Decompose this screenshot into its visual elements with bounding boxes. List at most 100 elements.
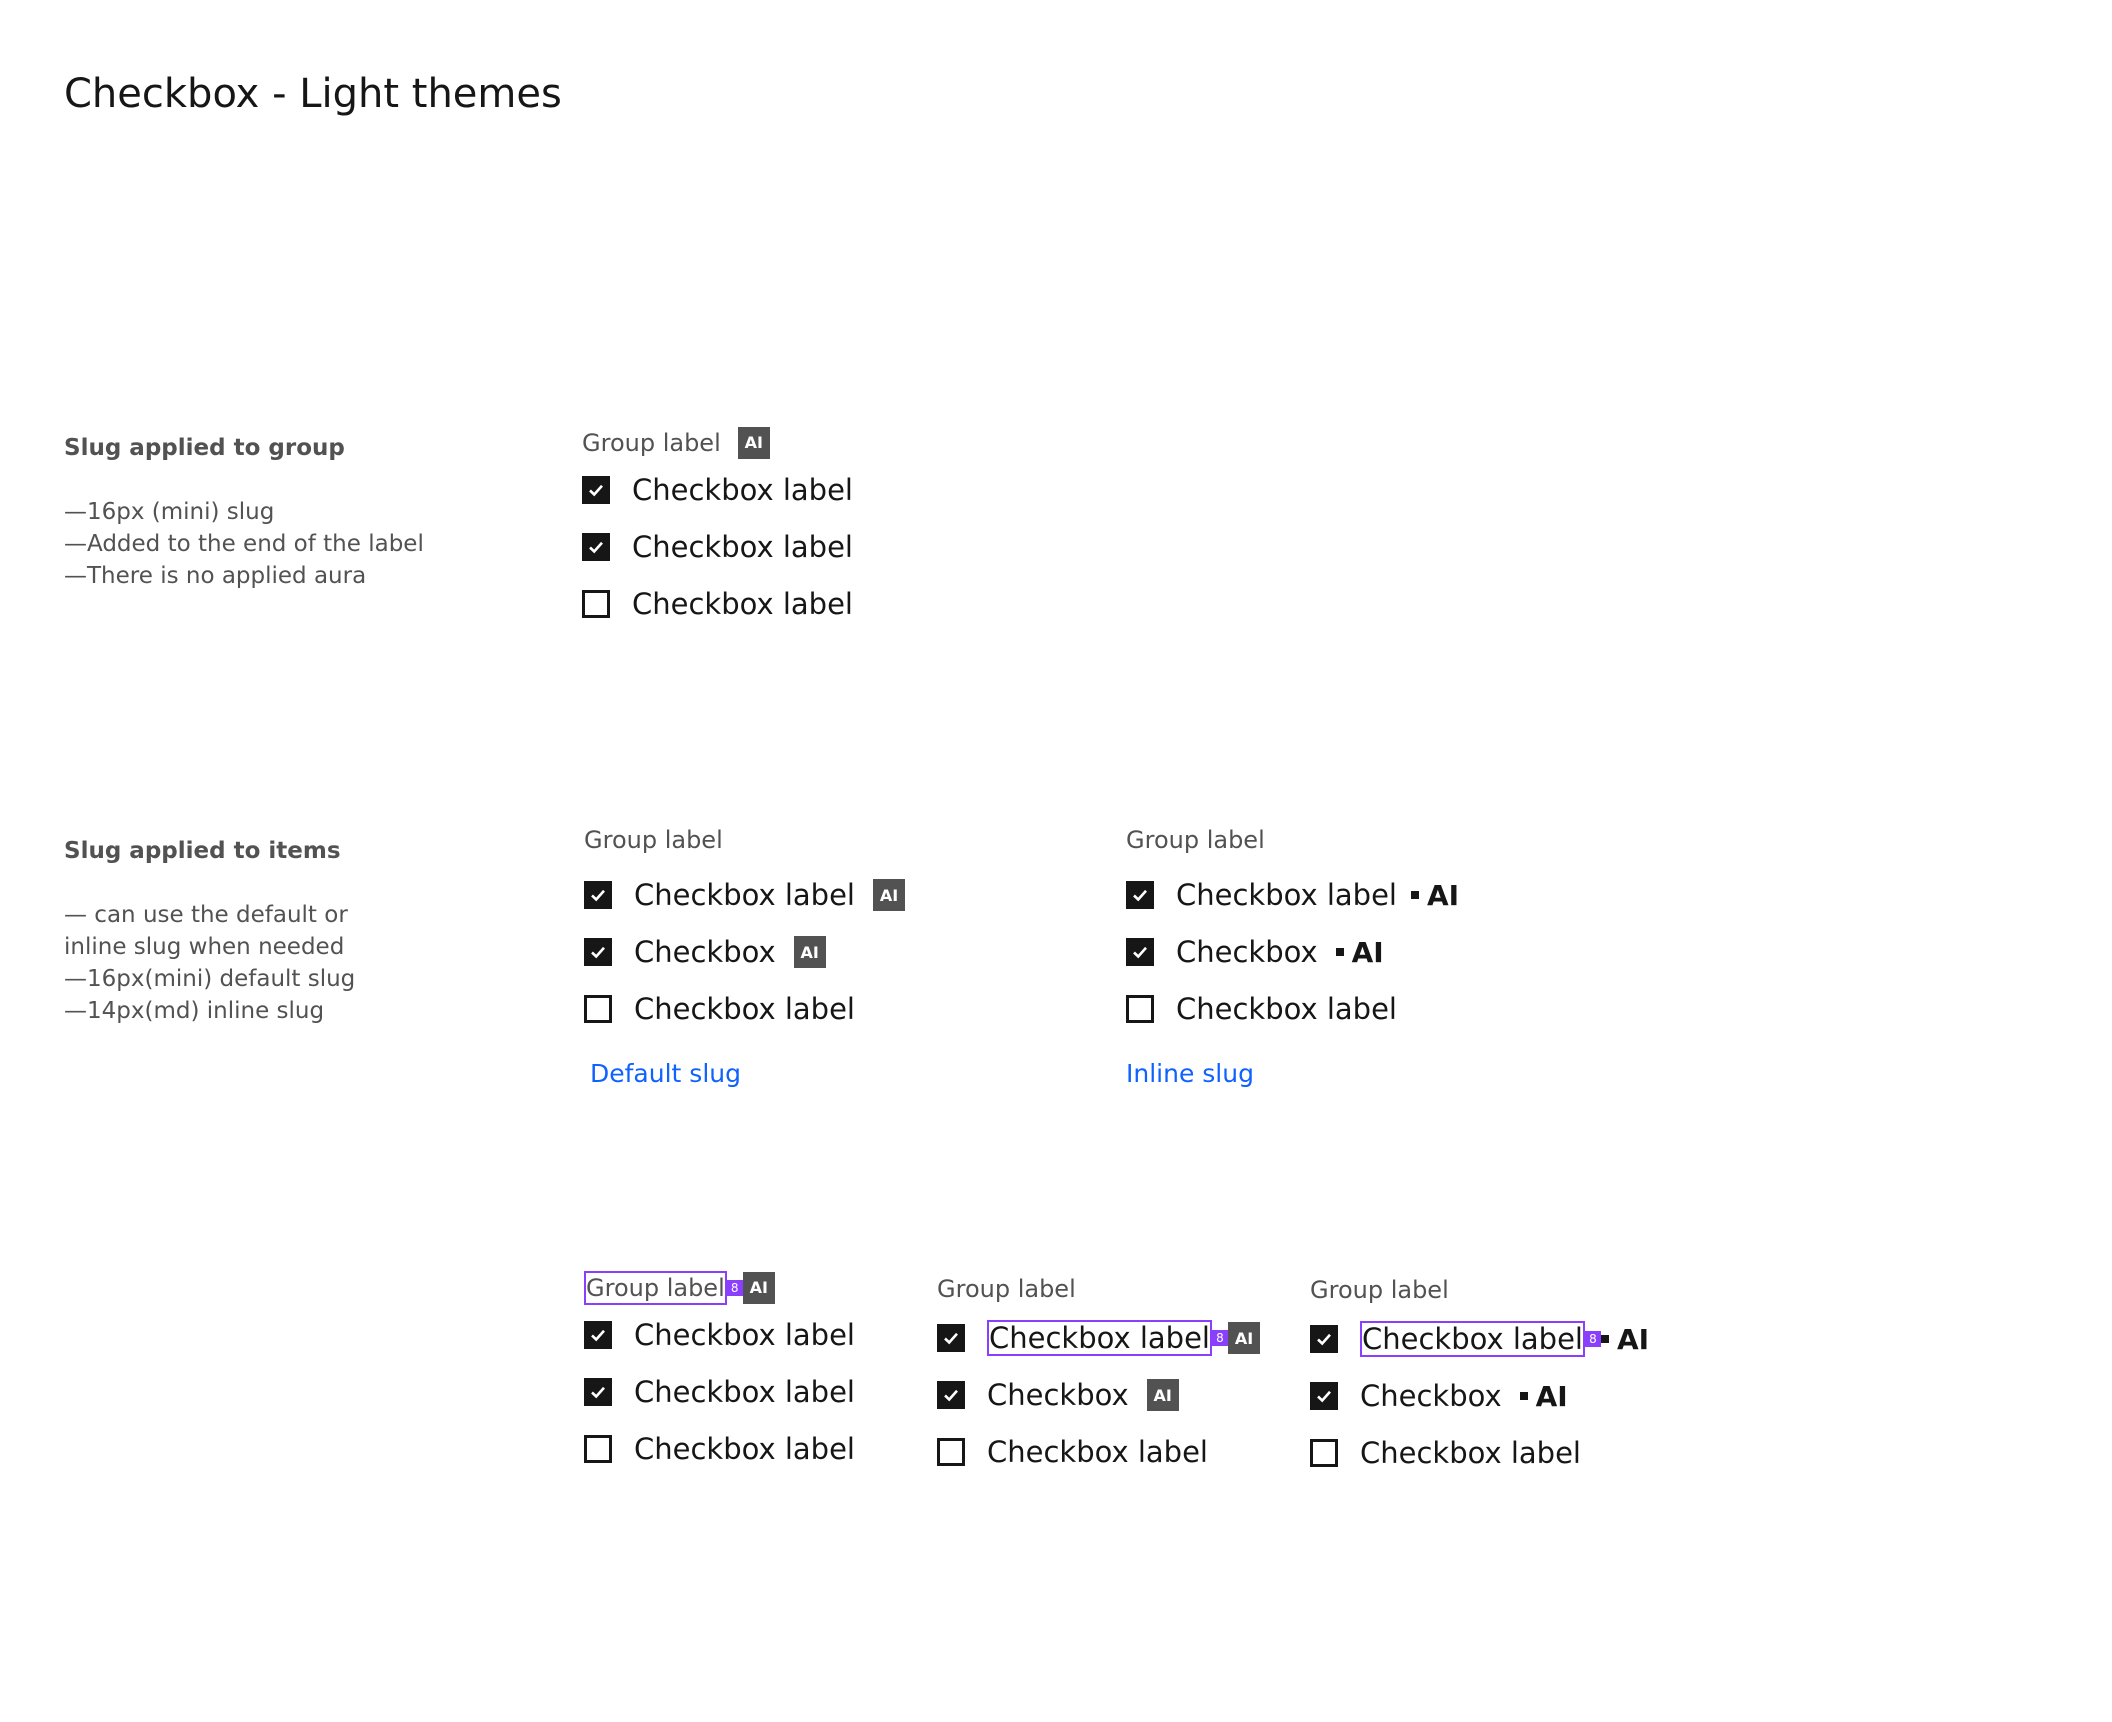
checkbox-label: Checkbox label: [634, 992, 855, 1026]
spacing-example-default-item-slug: Group label Checkbox label 8 AI Checkbox…: [937, 1274, 1260, 1472]
spacing-marker: 8: [1584, 1331, 1601, 1347]
checkbox-checked[interactable]: [582, 533, 610, 561]
ai-slug-button[interactable]: AI: [793, 936, 826, 968]
checkbox-item[interactable]: Checkbox label AI: [1126, 875, 1459, 915]
ai-slug-button[interactable]: AI: [742, 1272, 775, 1304]
checkbox-unchecked[interactable]: [584, 995, 612, 1023]
note-line: —16px(mini) default slug: [64, 966, 356, 992]
checkbox-item[interactable]: Checkbox label: [582, 527, 853, 567]
note-line: inline slug when needed: [64, 934, 345, 960]
checkbox-label: Checkbox label: [987, 1435, 1208, 1469]
checkbox-unchecked[interactable]: [582, 590, 610, 618]
inline-slug-text: AI: [1351, 935, 1384, 969]
ai-inline-slug-button[interactable]: AI: [1410, 878, 1460, 912]
checkbox-checked[interactable]: [584, 938, 612, 966]
note-line: —Added to the end of the label: [64, 531, 424, 557]
checkbox-item[interactable]: Checkbox label AI: [584, 875, 905, 915]
checkbox-item[interactable]: Checkbox label: [582, 470, 853, 510]
slug-dot-icon: [1410, 891, 1419, 899]
checkbox-label: Checkbox: [1176, 935, 1318, 969]
checkbox-label: Checkbox label: [634, 878, 855, 912]
checkbox-group-inline-slug: Group label Checkbox label AI Checkbox A…: [1126, 825, 1459, 1089]
checkbox-unchecked[interactable]: [1310, 1439, 1338, 1467]
section-notes-items: — can use the default or inline slug whe…: [64, 899, 355, 1027]
section-heading-group: Slug applied to group: [64, 435, 345, 461]
inline-slug-text: AI: [1616, 1322, 1650, 1356]
note-line: —14px(md) inline slug: [64, 998, 325, 1024]
checkbox-item[interactable]: Checkbox label 8 AI: [937, 1318, 1260, 1358]
redline-box: Checkbox label: [987, 1320, 1212, 1356]
checkbox-checked[interactable]: [1126, 938, 1154, 966]
checkbox-item[interactable]: Checkbox label 8 AI: [1310, 1319, 1649, 1359]
spacing-marker: 8: [726, 1280, 743, 1296]
note-line: —16px (mini) slug: [64, 499, 275, 525]
checkbox-label: Checkbox label: [634, 1318, 855, 1352]
group-label: Group label: [1310, 1276, 1449, 1304]
checkbox-item[interactable]: Checkbox label: [584, 1315, 855, 1355]
spacing-marker: 8: [1211, 1330, 1228, 1346]
default-slug-link[interactable]: Default slug: [590, 1059, 741, 1088]
ai-inline-slug-button[interactable]: AI: [1335, 935, 1384, 969]
checkbox-item[interactable]: Checkbox label: [584, 1372, 855, 1412]
checkbox-item[interactable]: Checkbox AI: [937, 1375, 1260, 1415]
ai-slug-button[interactable]: AI: [737, 427, 770, 459]
slug-dot-icon: [1335, 948, 1344, 956]
ai-slug-button[interactable]: AI: [872, 879, 905, 911]
checkbox-item[interactable]: Checkbox AI: [584, 932, 905, 972]
checkbox-unchecked[interactable]: [1126, 995, 1154, 1023]
group-label: Group label: [584, 826, 723, 854]
checkbox-item[interactable]: Checkbox AI: [1310, 1376, 1649, 1416]
note-line: — can use the default or: [64, 902, 348, 928]
inline-slug-text: AI: [1426, 878, 1460, 912]
section-notes-group: —16px (mini) slug —Added to the end of t…: [64, 496, 424, 592]
inline-slug-text: AI: [1535, 1379, 1568, 1413]
checkbox-item[interactable]: Checkbox label: [582, 584, 853, 624]
checkbox-label: Checkbox label: [1176, 992, 1397, 1026]
checkbox-label: Checkbox label: [989, 1321, 1210, 1355]
group-label-text: Group label: [586, 1274, 725, 1302]
checkbox-unchecked[interactable]: [937, 1438, 965, 1466]
checkbox-unchecked[interactable]: [584, 1435, 612, 1463]
ai-slug-button[interactable]: AI: [1146, 1379, 1179, 1411]
checkbox-label: Checkbox label: [1176, 878, 1397, 912]
checkbox-checked[interactable]: [584, 1378, 612, 1406]
checkbox-checked[interactable]: [584, 881, 612, 909]
checkbox-label: Checkbox label: [1362, 1322, 1583, 1356]
checkbox-item[interactable]: Checkbox label: [584, 989, 905, 1029]
checkbox-item[interactable]: Checkbox label: [584, 1429, 855, 1469]
ai-slug-button[interactable]: AI: [1227, 1322, 1260, 1354]
section-heading-items: Slug applied to items: [64, 838, 341, 864]
checkbox-label: Checkbox label: [634, 1432, 855, 1466]
checkbox-label: Checkbox label: [632, 587, 853, 621]
checkbox-item[interactable]: Checkbox label: [1310, 1433, 1649, 1473]
ai-inline-slug-button[interactable]: AI: [1519, 1379, 1568, 1413]
spacing-example-group-slug: Group label 8 AI Checkbox label Checkbox…: [584, 1271, 855, 1469]
checkbox-checked[interactable]: [1310, 1382, 1338, 1410]
checkbox-label: Checkbox: [1360, 1379, 1502, 1413]
checkbox-item[interactable]: Checkbox label: [937, 1432, 1260, 1472]
checkbox-item[interactable]: Checkbox label: [1126, 989, 1459, 1029]
checkbox-group-default-slug: Group label Checkbox label AI Checkbox A…: [584, 825, 905, 1089]
group-label: Group label 8 AI: [584, 1271, 855, 1305]
checkbox-item[interactable]: Checkbox AI: [1126, 932, 1459, 972]
group-label-text: Group label: [582, 429, 721, 457]
checkbox-label: Checkbox label: [634, 1375, 855, 1409]
checkbox-checked[interactable]: [582, 476, 610, 504]
checkbox-label: Checkbox: [987, 1378, 1129, 1412]
inline-slug-link[interactable]: Inline slug: [1126, 1059, 1254, 1088]
group-label: Group label: [937, 1275, 1076, 1303]
checkbox-label: Checkbox label: [632, 473, 853, 507]
redline-box: Group label: [584, 1271, 727, 1305]
checkbox-label: Checkbox: [634, 935, 776, 969]
checkbox-checked[interactable]: [937, 1381, 965, 1409]
checkbox-checked[interactable]: [937, 1324, 965, 1352]
page-title: Checkbox - Light themes: [64, 71, 562, 117]
slug-dot-icon: [1600, 1335, 1609, 1343]
checkbox-checked[interactable]: [1126, 881, 1154, 909]
checkbox-checked[interactable]: [584, 1321, 612, 1349]
ai-inline-slug-button[interactable]: AI: [1600, 1322, 1650, 1356]
checkbox-label: Checkbox label: [1360, 1436, 1581, 1470]
checkbox-checked[interactable]: [1310, 1325, 1338, 1353]
checkbox-group-slug-on-group: Group label AI Checkbox label Checkbox l…: [582, 427, 853, 624]
note-line: —There is no applied aura: [64, 563, 367, 589]
